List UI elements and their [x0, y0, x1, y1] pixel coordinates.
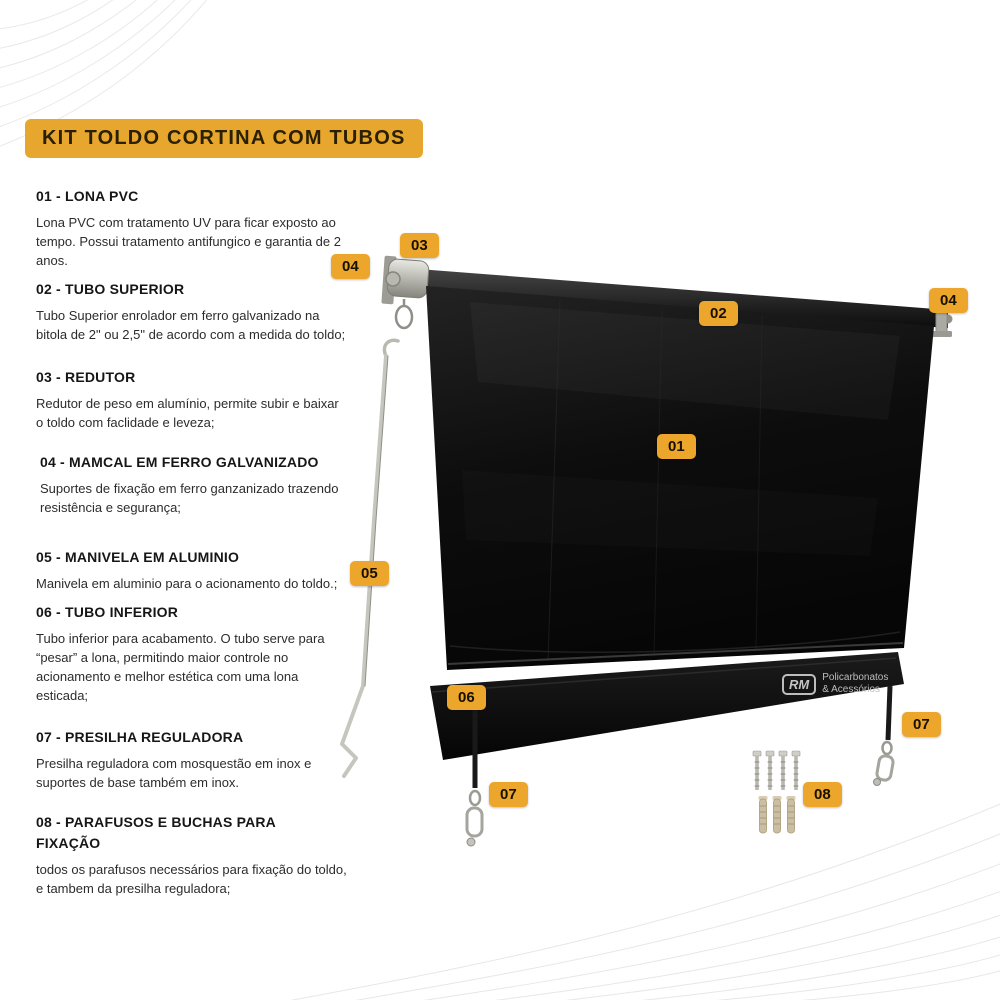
part-heading-02: 02 - TUBO SUPERIOR: [36, 281, 185, 297]
part-body-05: Manivela em aluminio para o acionamento …: [36, 576, 338, 591]
part-description-07-presilha: 07 - PRESILHA REGULADORA Presilha regula…: [36, 727, 366, 793]
part-badge-07-presilha-left: 07: [489, 782, 528, 807]
brand-logo: RM: [782, 673, 817, 695]
part-description-08-parafusos: 08 - PARAFUSOS E BUCHAS PARA FIXAÇÃO tod…: [36, 812, 366, 899]
pvc-canvas-illustration: [426, 286, 934, 670]
part-body-01: Lona PVC com tratamento UV para ficar ex…: [36, 215, 341, 268]
part-badge-06-tubo-inferior: 06: [447, 685, 486, 710]
part-heading-01: 01 - LONA PVC: [36, 188, 139, 204]
part-badge-04-mamcal-right: 04: [929, 288, 968, 313]
part-badge-08-parafusos: 08: [803, 782, 842, 807]
page-title: KIT TOLDO CORTINA COM TUBOS: [25, 119, 423, 158]
brand-name: Policarbonatos & Acessórios: [822, 672, 888, 696]
crank-handle-illustration: [340, 338, 400, 778]
part-description-05-manivela: 05 - MANIVELA EM ALUMINIO Manivela em al…: [36, 547, 366, 594]
strap-hook-left-illustration: [465, 710, 484, 847]
part-description-03-redutor: 03 - REDUTOR Redutor de peso em alumínio…: [36, 367, 366, 433]
part-body-02: Tubo Superior enrolador em ferro galvani…: [36, 308, 346, 342]
part-heading-07: 07 - PRESILHA REGULADORA: [36, 729, 244, 745]
part-heading-04: 04 - MAMCAL EM FERRO GALVANIZADO: [40, 454, 319, 470]
part-heading-03: 03 - REDUTOR: [36, 369, 136, 385]
brand-name-line2: & Acessórios: [822, 684, 881, 695]
part-description-01-lona-pvc: 01 - LONA PVC Lona PVC com tratamento UV…: [36, 186, 366, 271]
screws-illustration: [752, 750, 801, 790]
brand-watermark: RM Policarbonatos & Acessórios: [782, 672, 888, 696]
part-description-06-tubo-inferior: 06 - TUBO INFERIOR Tubo inferior para ac…: [36, 602, 366, 705]
wall-plugs-illustration: [758, 796, 796, 834]
part-badge-03-redutor: 03: [400, 233, 439, 258]
part-badge-05-manivela: 05: [350, 561, 389, 586]
part-heading-05: 05 - MANIVELA EM ALUMINIO: [36, 549, 240, 565]
part-body-03: Redutor de peso em alumínio, permite sub…: [36, 396, 339, 430]
part-body-06: Tubo inferior para acabamento. O tubo se…: [36, 631, 325, 703]
part-badge-07-presilha-right: 07: [902, 712, 941, 737]
part-description-02-tubo-superior: 02 - TUBO SUPERIOR Tubo Superior enrolad…: [36, 279, 366, 345]
part-body-07: Presilha reguladora com mosquestão em in…: [36, 756, 312, 790]
part-badge-01-lona-pvc: 01: [657, 434, 696, 459]
part-heading-06: 06 - TUBO INFERIOR: [36, 604, 179, 620]
reducer-and-left-bracket-illustration: [381, 255, 430, 330]
part-heading-08: 08 - PARAFUSOS E BUCHAS PARA FIXAÇÃO: [36, 814, 276, 851]
brand-name-line1: Policarbonatos: [822, 672, 889, 683]
bottom-tube-illustration: [430, 652, 904, 760]
part-badge-04-mamcal-left: 04: [331, 254, 370, 279]
strap-hook-right-illustration: [873, 685, 895, 786]
part-body-04: Suportes de fixação em ferro ganzanizado…: [40, 481, 339, 515]
part-body-08: todos os parafusos necessários para fixa…: [36, 862, 347, 896]
part-description-04-mamcal: 04 - MAMCAL EM FERRO GALVANIZADO Suporte…: [36, 452, 366, 518]
part-badge-02-tubo-superior: 02: [699, 301, 738, 326]
